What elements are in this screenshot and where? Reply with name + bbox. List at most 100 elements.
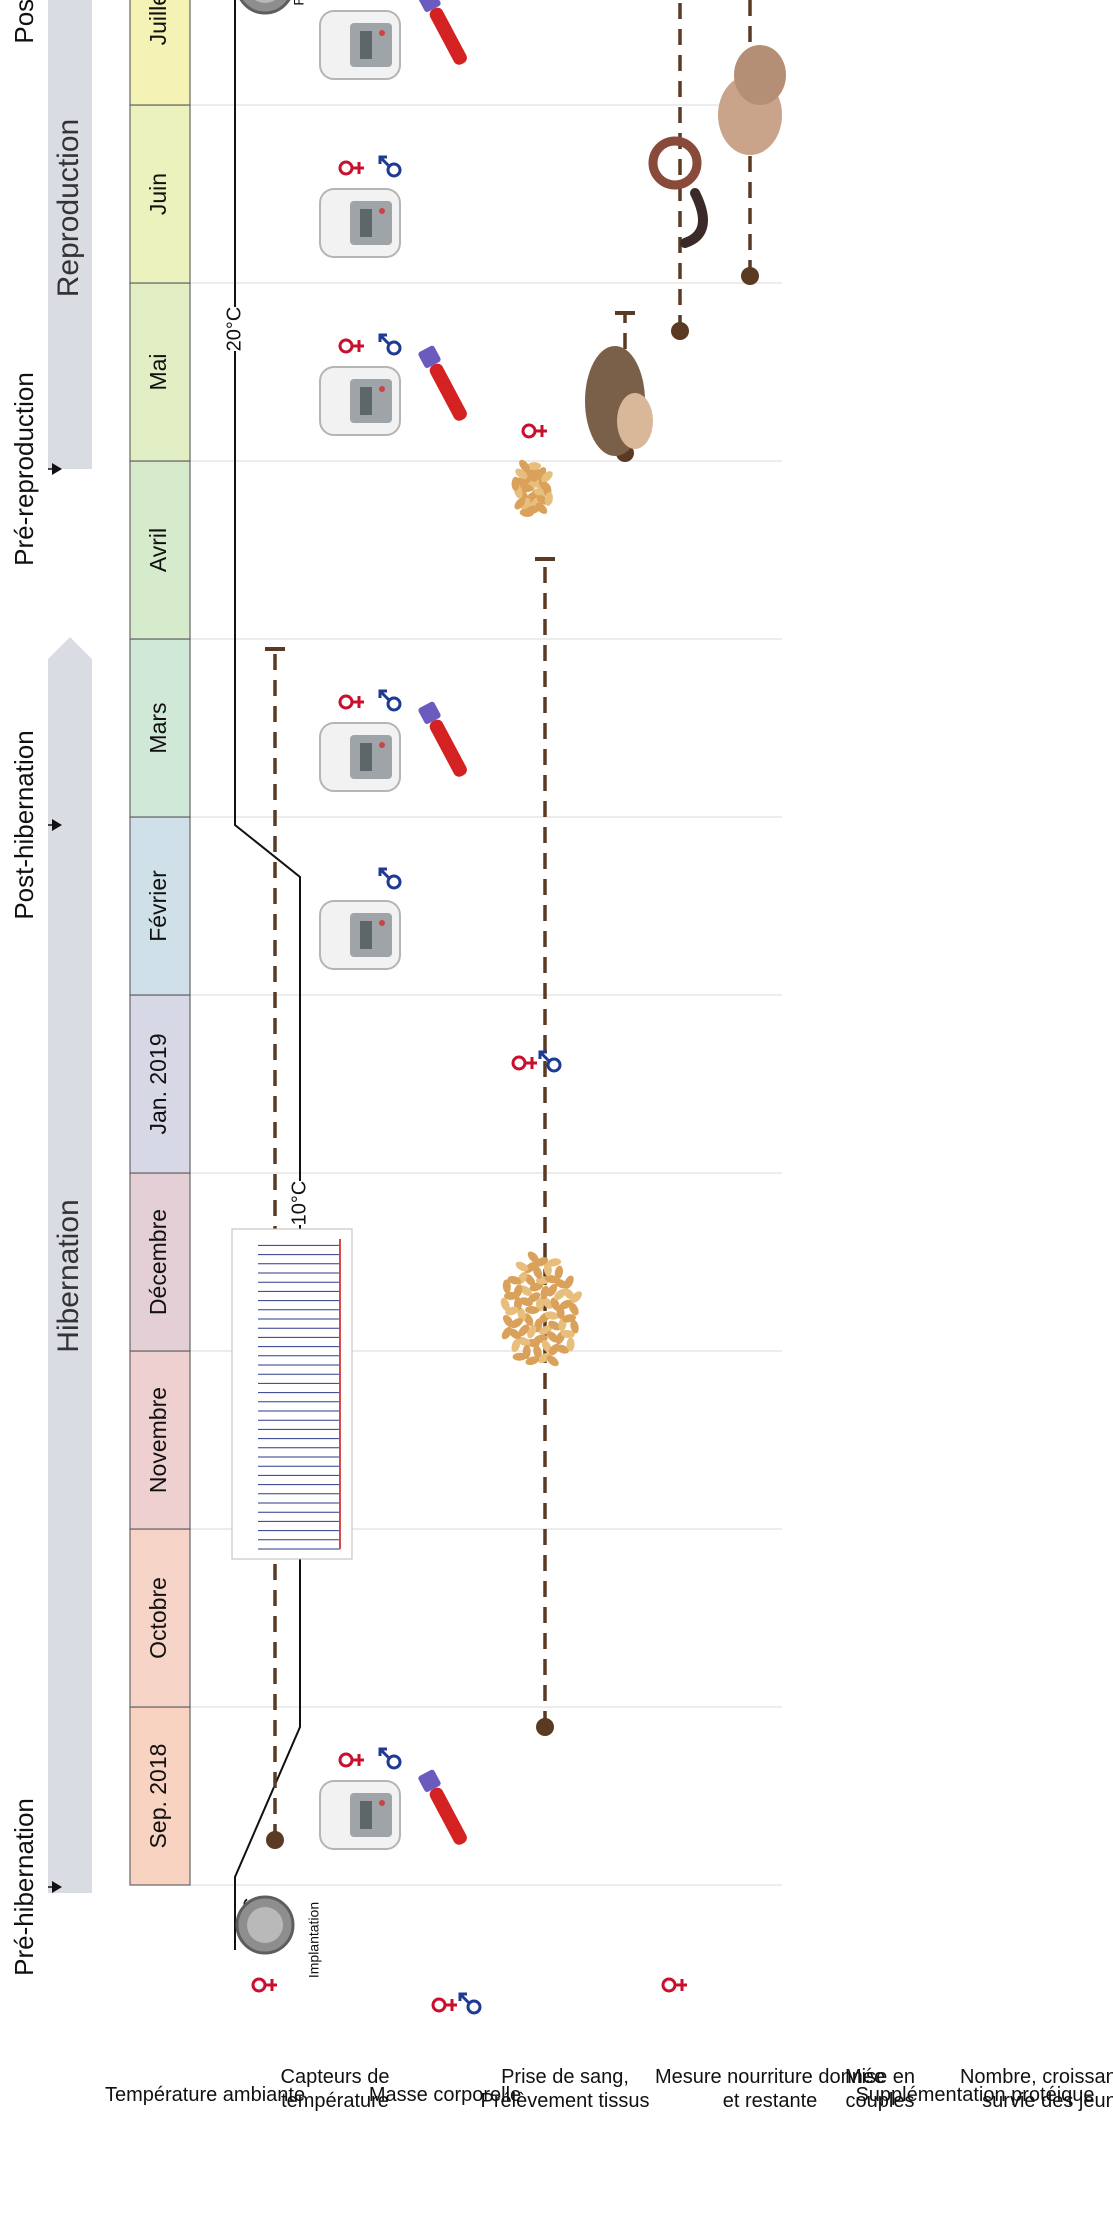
food-grain — [525, 1305, 540, 1315]
period-label: Hibernation — [52, 1199, 85, 1352]
food-grain — [519, 508, 534, 517]
food-grain — [540, 1285, 550, 1300]
month-label: Mars — [145, 702, 171, 753]
row-label-line: Température ambiante — [105, 2084, 305, 2106]
row-label-line: Capteurs de — [281, 2066, 390, 2088]
food-grain — [519, 459, 530, 472]
male-arrow — [378, 689, 391, 702]
male-icon — [378, 333, 402, 356]
female-icon — [338, 160, 364, 176]
row-label-line: Prélèvement tissus — [481, 2090, 650, 2112]
row-label: Nombre, croissance etsurvie des jeunes — [960, 2066, 1113, 2112]
food-grain — [527, 1324, 537, 1339]
temperature-label-mask — [222, 307, 248, 351]
scale-button — [379, 208, 385, 214]
blood-tube-icon — [418, 701, 467, 777]
food-grain — [570, 1291, 582, 1303]
male-icon — [378, 689, 402, 712]
food-grain — [554, 1265, 563, 1280]
female-circle — [521, 423, 537, 439]
food-grain — [554, 1289, 566, 1301]
food-grain — [566, 1337, 575, 1352]
food-grain — [501, 1326, 513, 1340]
implantation-label: Implantation — [306, 1902, 322, 1978]
male-circle — [386, 874, 402, 890]
scale-display — [360, 31, 372, 59]
row-label-line: Mesure nourriture donnée — [655, 2066, 885, 2088]
male-arrow — [378, 1747, 391, 1760]
food-grain — [541, 1339, 552, 1353]
male-icon — [538, 1050, 562, 1073]
female-icon — [338, 338, 364, 354]
female-circle — [338, 1752, 354, 1768]
event-icons: ImplantationRetrait — [231, 0, 786, 2015]
phase-label: Post-hibernation — [9, 730, 39, 919]
scale-display — [360, 1801, 372, 1829]
logger-disk — [235, 0, 295, 15]
row-label-line: Supplémentation protéique — [855, 2084, 1094, 2106]
scale-icon — [319, 1780, 401, 1850]
female-circle — [251, 1977, 267, 1993]
row-label-line: couples — [846, 2090, 915, 2112]
female-icon — [511, 1055, 537, 1071]
phase-label: Post-reproduction — [9, 0, 39, 44]
food-grain — [512, 1352, 527, 1361]
scale-button — [379, 742, 385, 748]
food-grain — [560, 1329, 575, 1339]
food-grain — [546, 1355, 559, 1367]
food-grain — [502, 1314, 514, 1328]
row-label: Masse corporelle — [369, 2084, 521, 2106]
food-grain — [514, 497, 526, 510]
female-cross — [445, 1999, 457, 2011]
month-label: Décembre — [145, 1209, 171, 1315]
row-label-line: survie des jeunes — [982, 2090, 1113, 2112]
month-label: Juillet — [145, 0, 171, 45]
pups-period-start — [741, 267, 759, 285]
female-icon — [338, 694, 364, 710]
male-arrow — [378, 333, 391, 346]
hamster-patch — [617, 393, 653, 449]
food-grain — [516, 1336, 531, 1346]
female-cross — [675, 1979, 687, 1991]
period-label: Reproduction — [52, 119, 85, 297]
food-grain — [527, 462, 542, 471]
scale-button — [379, 386, 385, 392]
food-grain — [533, 1265, 543, 1279]
food-period-start — [536, 1718, 554, 1736]
food-grain — [546, 1331, 559, 1343]
blood-tube-icon — [418, 0, 467, 65]
month-gridlines — [190, 104, 782, 1886]
food-grain — [548, 1320, 562, 1331]
female-icon — [661, 1977, 687, 1993]
female-icon — [338, 1752, 364, 1768]
period-bands: Hibernation Reproduction — [48, 0, 92, 1893]
food-grain — [570, 1319, 579, 1334]
tube-cap — [418, 0, 441, 12]
male-icon — [378, 1747, 402, 1770]
female-cross — [352, 162, 364, 174]
female-cross — [525, 1057, 537, 1069]
female-circle — [511, 1055, 527, 1071]
ambient-temperature-curve: 20°C10°C10°C20°C — [222, 0, 312, 1950]
food-grain — [517, 1307, 527, 1322]
scale-display — [360, 921, 372, 949]
male-icon — [458, 1992, 482, 2015]
female-cross — [352, 696, 364, 708]
month-label: Février — [145, 870, 171, 942]
male-arrow — [378, 867, 391, 880]
blood-tube-icon — [418, 1769, 467, 1845]
female-icon — [251, 1977, 277, 1993]
period-band — [48, 659, 92, 1893]
female-circle — [338, 694, 354, 710]
food-grain — [568, 1302, 579, 1316]
row-label-line: Prise de sang, — [501, 2066, 629, 2088]
food-grain — [525, 1356, 540, 1366]
female-cross — [535, 425, 547, 437]
scale-icon — [319, 722, 401, 792]
measurement-periods — [265, 0, 759, 1849]
food-grain — [518, 1324, 530, 1337]
temperature-label-mask — [288, 1181, 312, 1225]
